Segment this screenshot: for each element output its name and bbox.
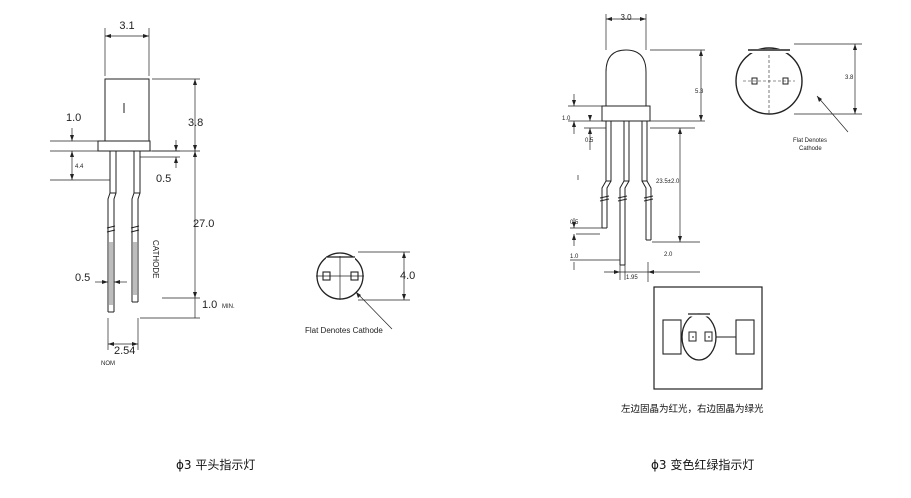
dim-dome-height: 5.3 — [695, 89, 704, 95]
flat-denotes-note-line1: Flat Denotes — [793, 138, 827, 144]
dim-dome-width: 3.0 — [620, 13, 632, 22]
dim-lead-min: 1.0 — [202, 299, 217, 311]
dim-lead-gap: 4.4 — [75, 164, 84, 170]
dim-min-label: MIN. — [222, 304, 235, 310]
flat-top-led-top-view — [316, 251, 410, 330]
dim-lead-width-right: 0.5 — [570, 220, 579, 226]
flat-denotes-note-line2: Cathode — [799, 146, 822, 152]
dim-lead-length: 27.0 — [193, 218, 214, 230]
dim-body-width: 3.1 — [119, 20, 134, 32]
flat-denotes-cathode-note: Flat Denotes Cathode — [305, 326, 383, 335]
flat-top-led-side-view — [50, 28, 200, 350]
dim-lead-width: 0.5 — [75, 272, 90, 284]
dim-lead-length-right: 23.5±2.0 — [656, 179, 680, 185]
dim-pitch-right: 1.95 — [626, 275, 638, 281]
flat-top-led-arrows — [70, 34, 197, 346]
left-caption: ϕ3 平头指示灯 — [176, 457, 255, 472]
top-view-diameter: 4.0 — [400, 270, 415, 282]
cathode-label: CATHODE — [151, 240, 160, 279]
dim-right-pitch: 2.0 — [664, 252, 673, 258]
chip-color-note: 左边固晶为红光，右边固晶为绿光 — [621, 403, 764, 415]
dim-lead-step: 0.5 — [156, 173, 171, 185]
right-caption: ϕ3 变色红绿指示灯 — [651, 457, 754, 472]
bicolor-led-top-view — [735, 43, 862, 133]
dim-bottom-right: 1.0 — [570, 254, 579, 260]
dim-flange-right: 1.0 — [562, 116, 571, 122]
dim-body-height: 3.8 — [188, 117, 203, 129]
dim-flange: 1.0 — [66, 112, 81, 124]
dim-lead-step-right: 0.5 — [585, 138, 594, 144]
bicolor-led-side-view — [568, 14, 705, 282]
chip-layout-diagram — [653, 286, 763, 390]
dim-pitch: 2.54 — [114, 345, 135, 357]
dim-nom-label: NOM — [101, 361, 115, 367]
top-view-diameter-right: 3.8 — [845, 75, 854, 81]
